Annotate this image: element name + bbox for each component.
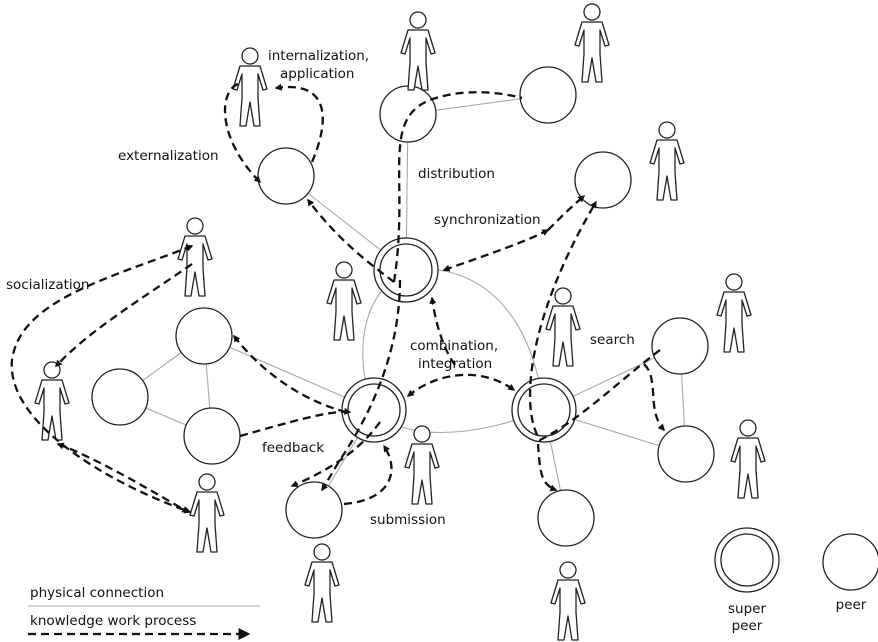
- legend-super-peer-label: peer: [732, 618, 763, 634]
- flow-search-b: [643, 363, 665, 432]
- flow-search-c: [536, 443, 558, 492]
- legend-peer-label: peer: [836, 597, 867, 613]
- label-submission: submission: [370, 512, 446, 528]
- peer-node: [651, 317, 709, 375]
- person-icon: [730, 419, 766, 499]
- peer-node: [91, 368, 149, 426]
- legend-peer-symbol: [822, 533, 878, 591]
- person-icon: [189, 473, 225, 553]
- peer-node: [183, 407, 241, 465]
- person-icon: [326, 261, 362, 341]
- flow-submission-c: [343, 444, 393, 506]
- flow-feedback-b: [233, 334, 347, 414]
- label-internalization: internalization,: [268, 48, 369, 64]
- peer-node: [519, 66, 577, 124]
- legend-physical-connection-label: physical connection: [30, 585, 164, 601]
- peer-node: [285, 481, 343, 539]
- process-labels: internalization, application externaliza…: [6, 48, 635, 528]
- super-peer-node: [373, 237, 439, 303]
- label-application: application: [280, 66, 354, 82]
- label-feedback: feedback: [262, 440, 324, 456]
- person-icon: [177, 217, 213, 297]
- peer-node: [657, 425, 715, 483]
- peer-nodes: [91, 66, 715, 547]
- person-icon: [545, 287, 581, 367]
- person-icon: [649, 121, 685, 201]
- person-icon: [34, 361, 70, 441]
- person-icon: [404, 425, 440, 505]
- super-peer-node: [341, 377, 407, 443]
- person-icon: [400, 11, 436, 91]
- legend-knowledge-work-process-label: knowledge work process: [30, 613, 196, 629]
- peer-node: [537, 489, 595, 547]
- flow-synchronization-b: [547, 195, 586, 231]
- person-icon: [232, 47, 268, 127]
- person-icon: [716, 273, 752, 353]
- flow-integration: [406, 373, 516, 397]
- peer-node: [175, 307, 233, 365]
- legend: physical connection knowledge work proce…: [28, 527, 878, 640]
- peer-node: [257, 147, 315, 205]
- flow-internalization: [274, 83, 324, 163]
- flow-search-a: [528, 200, 661, 442]
- label-synchronization: synchronization: [434, 212, 541, 228]
- flow-synchronization-a: [442, 228, 550, 272]
- flow-submission-b: [290, 421, 381, 488]
- person-icon: [550, 561, 586, 641]
- flow-distribution-b: [392, 91, 523, 283]
- flow-distribution-a: [307, 198, 395, 283]
- label-integration: integration: [418, 356, 492, 372]
- flow-submission-a: [321, 279, 402, 492]
- flow-externalization: [223, 82, 261, 183]
- legend-super-label: super: [728, 601, 766, 617]
- flow-combination: [429, 296, 456, 366]
- flow-feedback-a: [239, 407, 352, 438]
- label-distribution: distribution: [418, 166, 495, 182]
- flow-socialization-c: [56, 442, 190, 513]
- label-socialization: socialization: [6, 277, 89, 293]
- peer-node: [574, 151, 632, 209]
- label-combination: combination,: [410, 338, 498, 354]
- label-search: search: [590, 332, 635, 348]
- legend-super-peer-symbol: [714, 527, 780, 593]
- label-externalization: externalization: [118, 148, 219, 164]
- knowledge-flows: [10, 82, 665, 514]
- super-peer-node: [511, 377, 577, 443]
- person-icon: [304, 543, 340, 623]
- person-icon: [574, 3, 610, 83]
- peer-node: [379, 85, 437, 143]
